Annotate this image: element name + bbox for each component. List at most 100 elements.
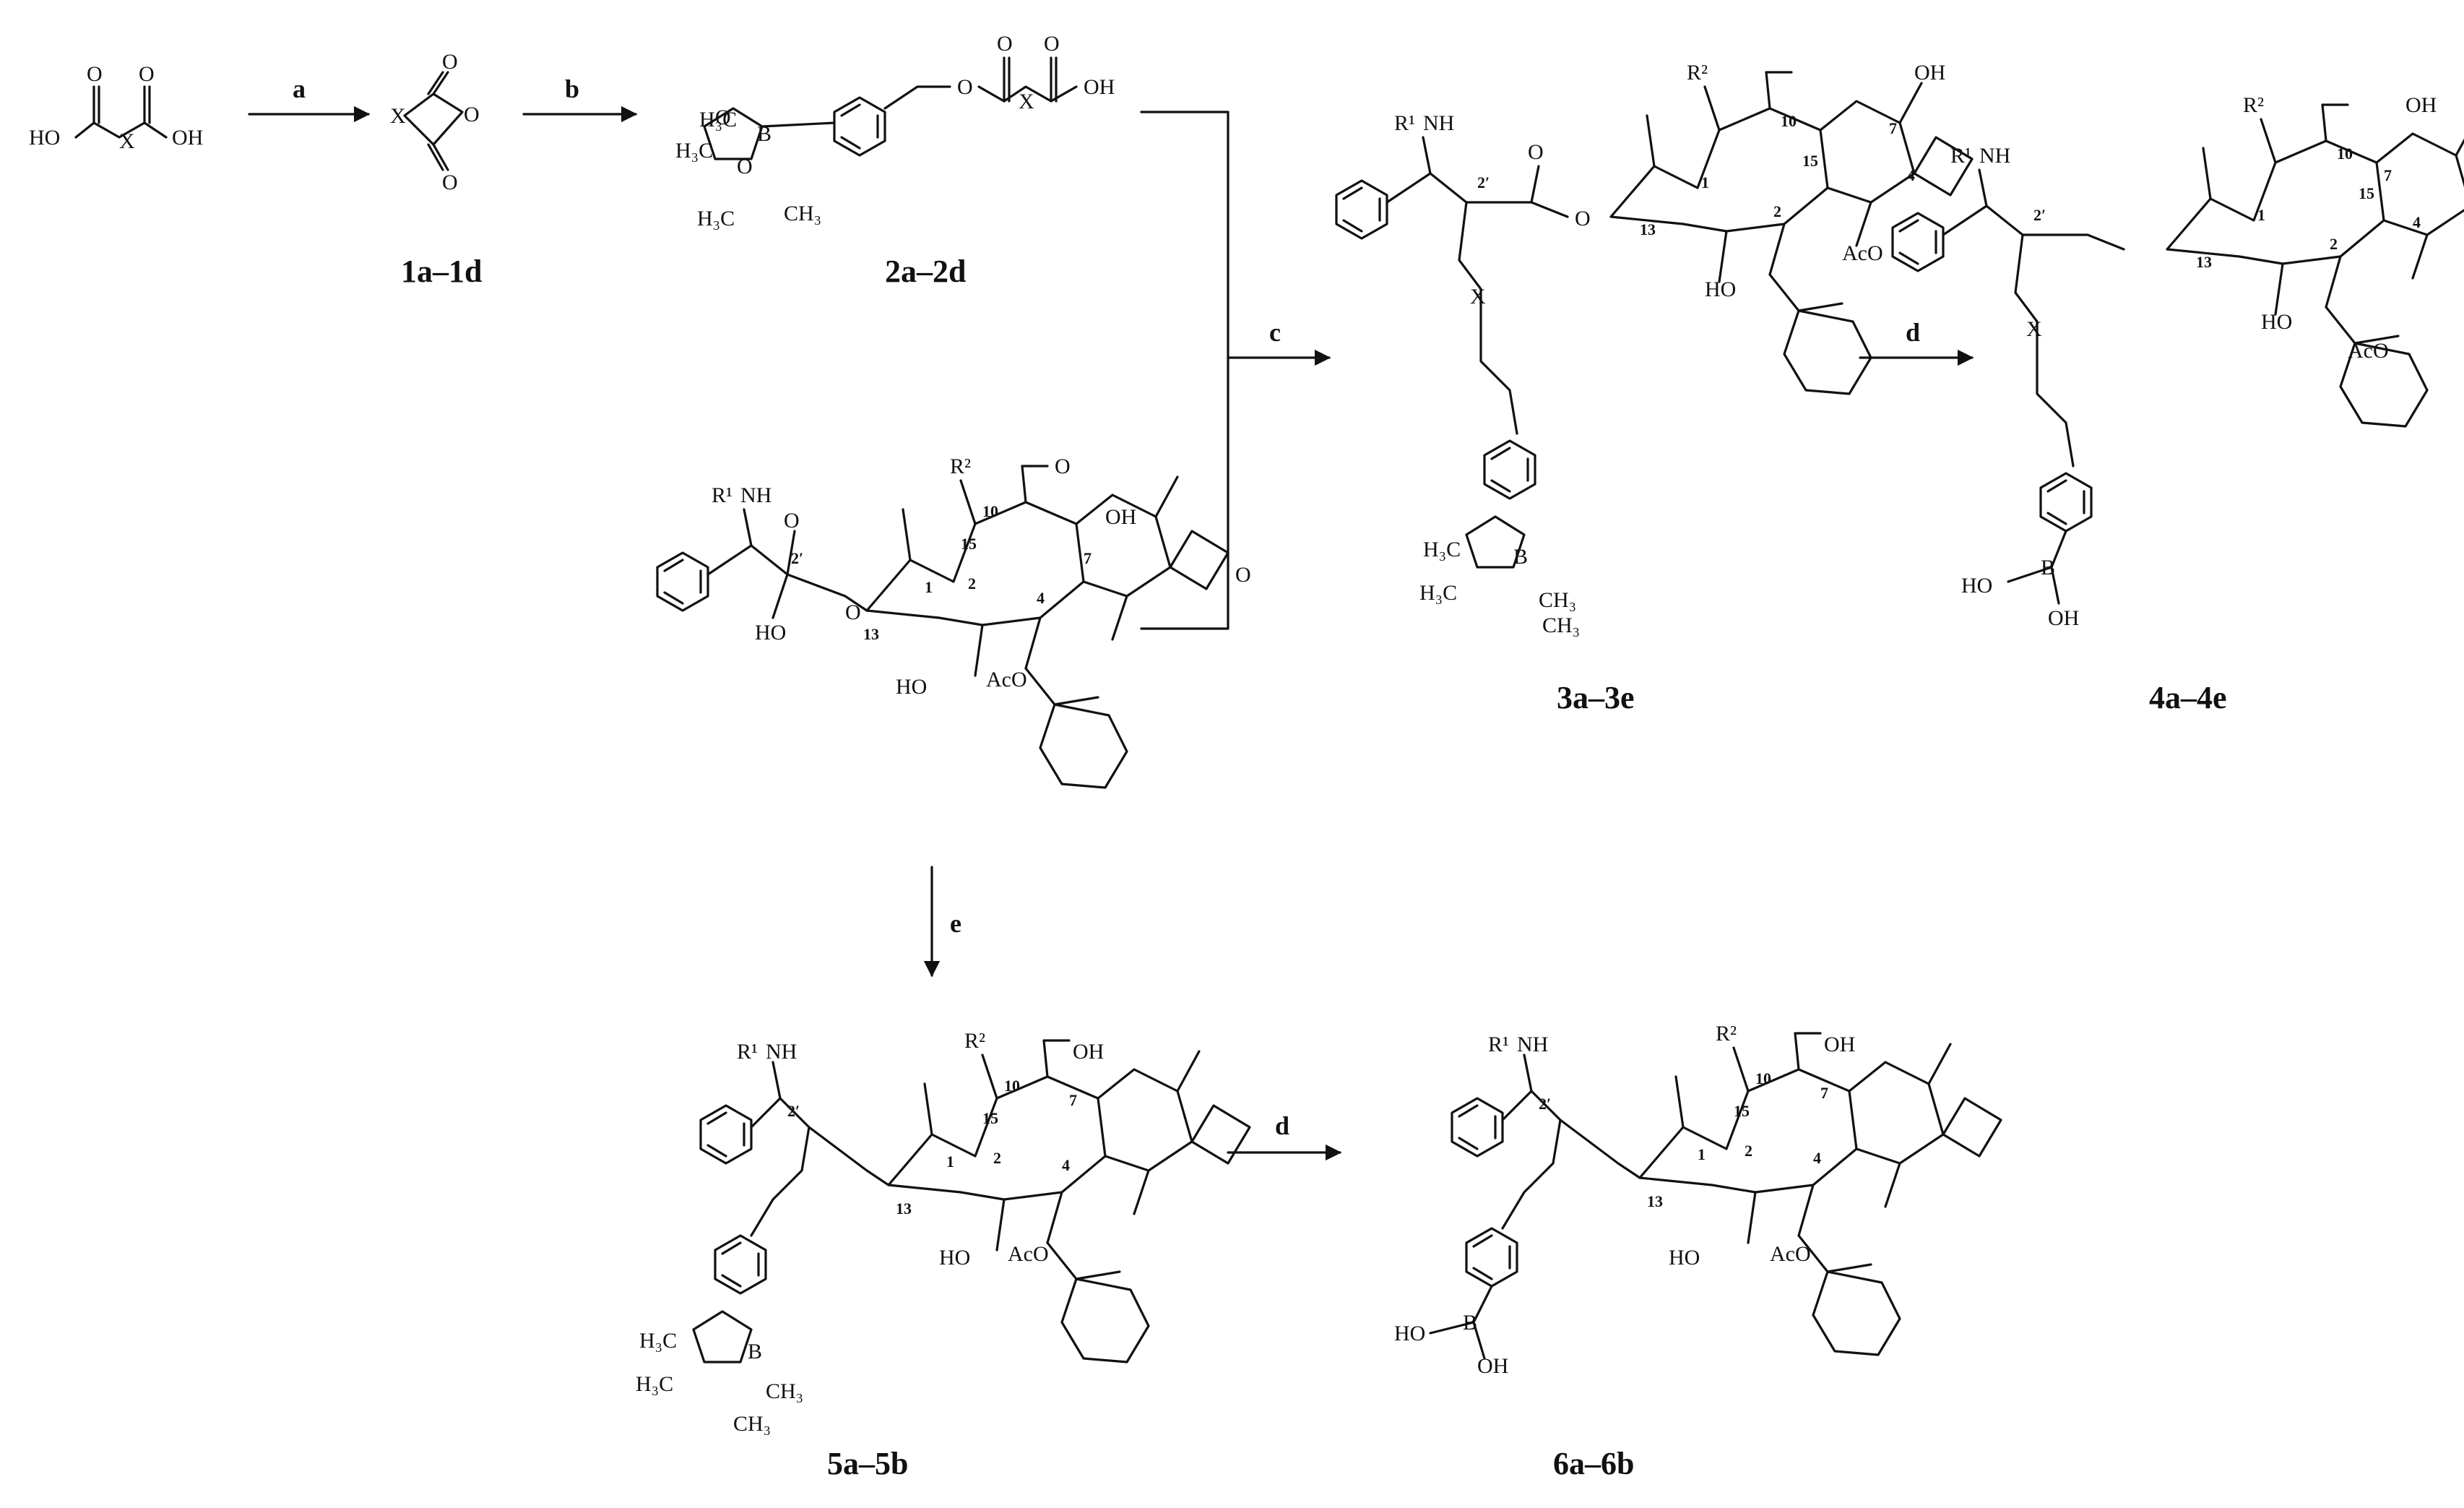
- compound-label-3: 3a–3e: [1557, 680, 1635, 715]
- atom-oh: OH: [1824, 1033, 1855, 1056]
- atom-ch3: CH₃: [766, 1379, 803, 1403]
- atom-h3c: H₃C: [1423, 538, 1461, 561]
- position-10: 10: [1781, 112, 1797, 130]
- atom-oh: OH: [1105, 505, 1136, 529]
- position-4: 4: [1062, 1156, 1070, 1174]
- atom-ho: HO: [1394, 1322, 1425, 1345]
- position-10: 10: [1004, 1077, 1020, 1095]
- atom-o: O: [997, 32, 1013, 56]
- position-4: 4: [2413, 213, 2421, 231]
- atom-r2: R²: [1687, 61, 1708, 85]
- atom-o: O: [87, 62, 103, 86]
- compound-label-6: 6a–6b: [1553, 1446, 1634, 1481]
- atom-aco: AcO: [2348, 339, 2389, 363]
- position-7: 7: [1069, 1091, 1077, 1109]
- atom-nh: NH: [740, 483, 771, 507]
- atom-x: X: [1019, 90, 1034, 113]
- atom-h3c: H₃C: [639, 1329, 677, 1353]
- atom-ch3: CH₃: [1539, 588, 1576, 612]
- atom-ch3: CH₃: [1542, 613, 1580, 637]
- atom-aco: AcO: [1008, 1242, 1049, 1266]
- compound-label-4: 4a–4e: [2149, 680, 2227, 715]
- position-15: 15: [2359, 184, 2374, 202]
- atom-o: O: [1528, 140, 1544, 164]
- atom-nh: NH: [766, 1040, 797, 1064]
- atom-h3c: H₃C: [697, 207, 735, 230]
- atom-o: O: [784, 509, 800, 533]
- atom-ho: HO: [939, 1246, 970, 1270]
- atom-ho: HO: [1669, 1246, 1700, 1270]
- position-7: 7: [1084, 549, 1091, 567]
- position-2-prime: 2′: [787, 1102, 800, 1120]
- position-1: 1: [925, 578, 933, 596]
- atom-b: B: [748, 1340, 762, 1363]
- convergence-bracket: [1140, 111, 1229, 630]
- atom-oh: OH: [172, 126, 203, 150]
- position-13: 13: [863, 625, 879, 643]
- atom-ho: HO: [1705, 277, 1736, 301]
- step-label-c: c: [1269, 318, 1281, 347]
- atom-r2: R²: [964, 1029, 985, 1053]
- position-13: 13: [1640, 220, 1656, 238]
- atom-oh: OH: [2048, 606, 2079, 630]
- position-4: 4: [1813, 1149, 1821, 1167]
- atom-aco: AcO: [1842, 241, 1883, 265]
- atom-o: O: [139, 62, 155, 86]
- atom-ho: HO: [755, 621, 786, 645]
- atom-oh: OH: [1073, 1040, 1104, 1064]
- atom-ch3: CH₃: [784, 202, 821, 225]
- position-4: 4: [1907, 166, 1915, 184]
- position-15: 15: [1802, 152, 1818, 170]
- compound-label-1: 1a–1d: [401, 254, 482, 289]
- atom-r1: R¹: [1488, 1033, 1509, 1056]
- diacid-structure: HO O X O OH: [29, 62, 203, 153]
- position-10: 10: [982, 502, 998, 520]
- atom-r1: R¹: [737, 1040, 758, 1064]
- atom-x: X: [1470, 285, 1486, 309]
- compound-3-structure: R¹ NH O O X B H₃C H₃C CH₃ CH₃ R² OH HO A…: [1335, 61, 1974, 637]
- atom-oh: OH: [1084, 75, 1115, 99]
- compound-label-5: 5a–5b: [827, 1446, 908, 1481]
- atom-x: X: [2026, 317, 2042, 341]
- position-1: 1: [1701, 173, 1709, 191]
- atom-o: O: [1055, 454, 1071, 478]
- atom-h3c: H₃C: [675, 139, 713, 163]
- atom-b: B: [1463, 1311, 1477, 1335]
- step-label-a: a: [293, 74, 306, 103]
- compound-4-structure: R¹ NH X B HO OH R² OH HO AcO 2′ 13 1 2 1…: [1891, 93, 2464, 630]
- atom-o: O: [957, 75, 973, 99]
- atom-r2: R²: [2243, 93, 2264, 117]
- position-7: 7: [2384, 166, 2392, 184]
- compound-6-structure: R¹ NH B HO OH R² OH HO AcO 2′ 13 1 2 15 …: [1394, 1022, 2002, 1378]
- position-2-prime: 2′: [1477, 173, 1490, 191]
- atom-nh: NH: [1423, 111, 1454, 135]
- position-2: 2: [993, 1149, 1001, 1167]
- position-4: 4: [1037, 589, 1045, 607]
- atom-o: O: [845, 600, 861, 624]
- atom-r1: R¹: [712, 483, 732, 507]
- position-2-prime: 2′: [1539, 1095, 1551, 1113]
- atom-r2: R²: [950, 454, 971, 478]
- atom-aco: AcO: [1770, 1242, 1811, 1266]
- atom-r1: R¹: [1950, 144, 1971, 168]
- compound-5-structure: R¹ NH B H₃C H₃C CH₃ CH₃ R² OH HO AcO 2′ …: [636, 1029, 1251, 1436]
- atom-aco: AcO: [986, 668, 1027, 691]
- step-label-d: d: [1275, 1111, 1289, 1140]
- position-13: 13: [896, 1199, 912, 1218]
- position-15: 15: [982, 1109, 998, 1127]
- atom-nh: NH: [1517, 1033, 1548, 1056]
- compound-label-2: 2a–2d: [885, 254, 966, 289]
- position-2: 2: [1745, 1142, 1752, 1160]
- atom-r1: R¹: [1394, 111, 1415, 135]
- atom-h3c: H₃C: [636, 1372, 673, 1396]
- position-2-prime: 2′: [2033, 206, 2046, 224]
- atom-ho: HO: [2261, 310, 2292, 334]
- position-15: 15: [961, 535, 977, 553]
- atom-o: O: [715, 105, 731, 129]
- step-label-e: e: [950, 909, 961, 938]
- atom-b: B: [2041, 556, 2055, 579]
- atom-ch3: CH₃: [733, 1412, 771, 1436]
- position-2: 2: [1773, 202, 1781, 220]
- anhydride-structure: X O O O: [390, 50, 480, 194]
